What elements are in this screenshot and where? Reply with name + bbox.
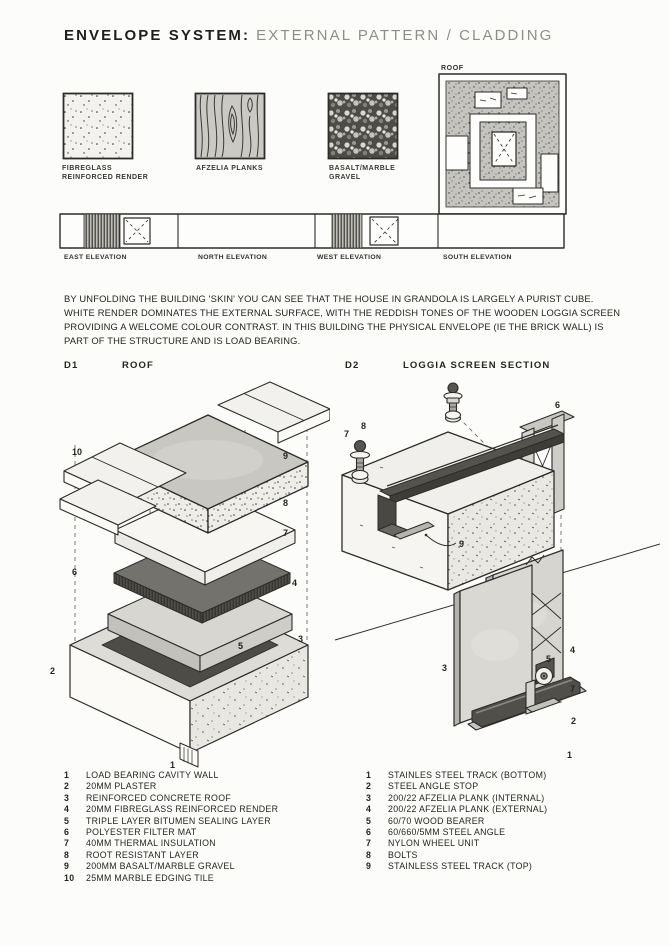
callout-6: 6 [72, 567, 77, 577]
d2-callouts: 7 8 6 9 3 4 5 7 2 1 [344, 400, 576, 760]
callout-8: 8 [283, 498, 288, 508]
callout-2: 2 [571, 716, 576, 726]
d2-steel-angle-track-top [377, 424, 565, 547]
callout-4: 4 [570, 645, 575, 655]
bolt-icon [443, 382, 463, 423]
roof-marble-tile [512, 187, 544, 205]
north-elevation-label: NORTH ELEVATION [198, 254, 267, 261]
page-title-secondary: EXTERNAL PATTERN / CLADDING [256, 27, 554, 44]
callout-2: 2 [50, 666, 55, 676]
unfolded-elevations-strip: EAST ELEVATION NORTH ELEVATION WEST ELEV… [59, 213, 565, 261]
d1-code: D1 [64, 360, 79, 371]
description-paragraph: BY UNFOLDING THE BUILDING 'SKIN' YOU CAN… [64, 293, 621, 346]
callout-5: 5 [238, 641, 243, 651]
roof-plan-drawing: ROOF [438, 65, 567, 215]
concrete-face [189, 644, 309, 754]
d2-nylon-wheel-unit [534, 657, 568, 689]
callout-5: 5 [546, 654, 551, 664]
d1-header: D1 ROOF [64, 360, 154, 371]
d1-callouts: 10 9 8 7 6 4 5 3 2 1 [50, 447, 303, 770]
callout-7-wheel: 7 [570, 684, 575, 694]
roof-plan-label: ROOF [441, 65, 464, 72]
wood-grain-lines [199, 94, 259, 158]
swatch-afzelia-planks [194, 92, 266, 160]
callout-10: 10 [72, 447, 82, 457]
d2-angle-stop [525, 679, 561, 715]
west-elevation-label: WEST ELEVATION [317, 254, 381, 261]
d1-roof-exploded-diagram: 10 9 8 7 6 4 5 3 2 1 [50, 381, 330, 770]
callout-7: 7 [283, 528, 288, 538]
callout-9: 9 [459, 539, 464, 549]
swatch-label-planks: AFZELIA PLANKS [196, 165, 264, 172]
roof-marble-tile [506, 87, 528, 100]
page-title-primary: ENVELOPE SYSTEM: [64, 27, 251, 44]
roof-marble-tile [474, 91, 502, 109]
callout-6: 6 [555, 400, 560, 410]
callout-3: 3 [442, 663, 447, 673]
cavity-wall-notch [179, 742, 199, 768]
loggia-screen-hatch [331, 213, 363, 249]
d1-title: ROOF [122, 360, 154, 371]
swatch-label-gravel: BASALT/MARBLE GRAVEL [329, 165, 396, 181]
callout-1: 1 [567, 750, 572, 760]
break-line [525, 554, 545, 566]
callout-1: 1 [170, 760, 175, 770]
d2-code: D2 [345, 360, 360, 371]
callout-bolt-7: 7 [344, 429, 349, 439]
swatch-label-render: FIBREGLASS REINFORCED RENDER [62, 165, 149, 181]
callout-4: 4 [292, 578, 297, 588]
d2-loggia-screen-diagram: 7 8 6 9 3 4 5 7 2 1 [334, 382, 660, 760]
swatch-fibreglass-render [62, 92, 134, 160]
callout-9: 9 [283, 451, 288, 461]
south-elevation-label: SOUTH ELEVATION [443, 254, 512, 261]
loggia-screen-hatch [83, 213, 121, 249]
callout-3: 3 [298, 634, 303, 644]
d2-header: D2 LOGGIA SCREEN SECTION [345, 360, 550, 371]
east-elevation-label: EAST ELEVATION [64, 254, 127, 261]
callout-bolt-8: 8 [361, 421, 366, 431]
swatch-basalt-marble-gravel [327, 92, 399, 160]
d1-marble-edging-tiles [59, 381, 330, 536]
d2-bolt-assemblies [349, 382, 463, 485]
page-title: ENVELOPE SYSTEM: EXTERNAL PATTERN / CLADD… [64, 27, 553, 44]
bolt-icon [349, 439, 371, 485]
d2-title: LOGGIA SCREEN SECTION [403, 360, 551, 371]
window-symbol [123, 217, 151, 245]
